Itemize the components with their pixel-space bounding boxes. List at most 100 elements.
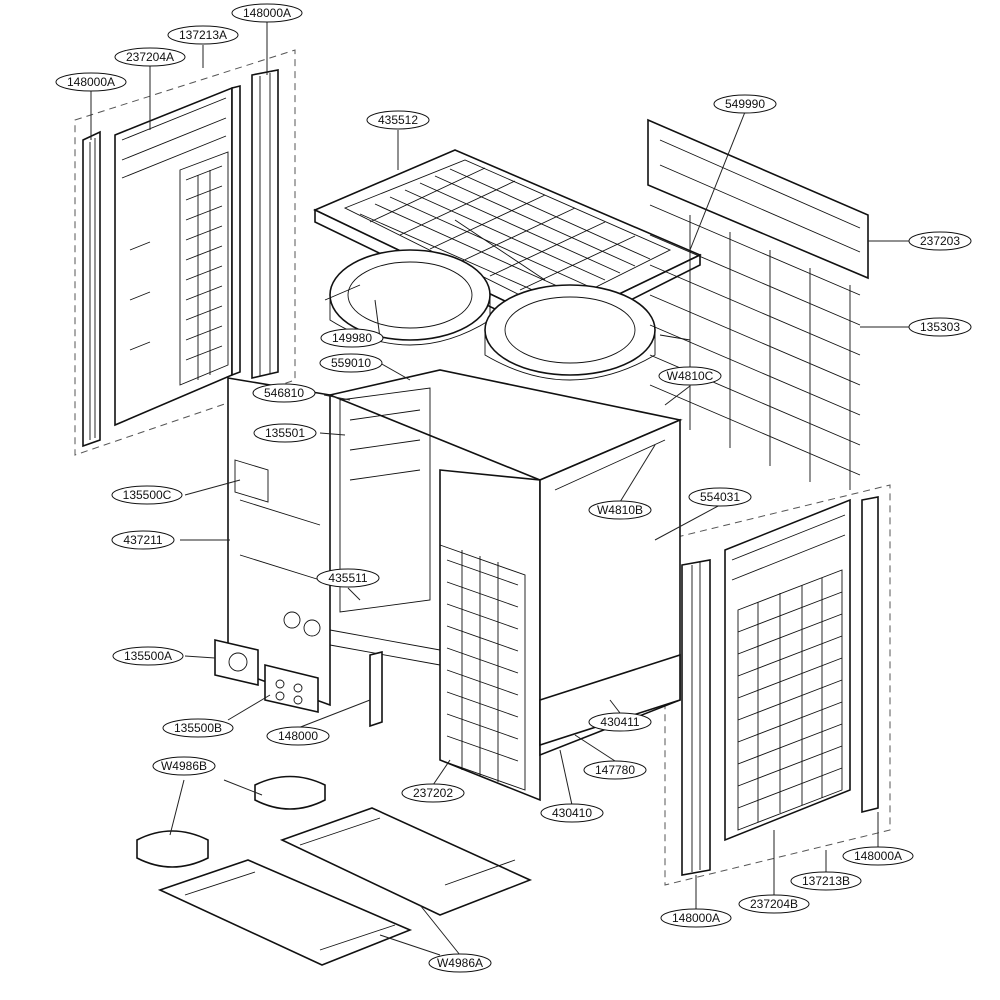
callout-bubble [588, 712, 652, 732]
callout-label: 148000 [278, 729, 318, 743]
callout-135500a: 135500A [112, 646, 184, 666]
callout-237203: 237203 [908, 231, 972, 251]
callout-label: 135500C [123, 488, 172, 502]
callout-bubble [266, 726, 330, 746]
callout-435511: 435511 [316, 568, 380, 588]
callout-bubble [320, 328, 384, 348]
callout-label: 148000A [854, 849, 902, 863]
callout-label: 135303 [920, 320, 960, 334]
callout-label: 148000A [67, 75, 115, 89]
callout-bubble [366, 110, 430, 130]
callout-bubble [738, 894, 810, 914]
callout-label: W4810C [667, 369, 714, 383]
callout-237204a: 237204A [114, 47, 186, 67]
callout-137213a: 137213A [167, 25, 239, 45]
callout-bubble [428, 953, 492, 973]
callout-148000: 148000 [266, 726, 330, 746]
main-body [227, 369, 683, 802]
callout-bubble [790, 871, 862, 891]
callout-labels: 148000A 137213A 237204A 148000A 435512 549990… [55, 3, 972, 973]
callout-label: 430411 [600, 715, 639, 729]
callout-bubble [319, 353, 383, 373]
callout-bubble [658, 366, 722, 386]
callout-label: 148000A [672, 911, 720, 925]
callout-label: 148000A [243, 6, 291, 20]
callout-label: 559010 [331, 356, 371, 370]
callout-bubble [583, 760, 647, 780]
leader-lines [90, 22, 910, 956]
callout-bubble [253, 423, 317, 443]
callout-148000a: 148000A [660, 908, 732, 928]
callout-label: 549990 [725, 97, 765, 111]
callout-bubble [688, 487, 752, 507]
callout-135501: 135501 [253, 423, 317, 443]
callout-bubble [540, 803, 604, 823]
callout-148000a: 148000A [55, 72, 127, 92]
right-top-panel [647, 118, 869, 280]
callout-bubble [252, 383, 316, 403]
callout-bubble [588, 500, 652, 520]
fan-assembly [324, 249, 691, 381]
callout-237202: 237202 [401, 783, 465, 803]
callout-label: 237202 [413, 786, 453, 800]
callout-label: 149980 [332, 331, 372, 345]
callout-label: 237204A [126, 50, 174, 64]
callout-554031: 554031 [688, 487, 752, 507]
callout-bubble [316, 568, 380, 588]
callout-label: 435511 [328, 571, 367, 585]
callout-135500c: 135500C [111, 485, 183, 505]
callout-label: 437211 [123, 533, 162, 547]
callout-bubble [842, 846, 914, 866]
left-side-panel-group [82, 69, 279, 448]
callout-w4810c: W4810C [658, 366, 722, 386]
callout-bubble [162, 718, 234, 738]
assembly-outline-right [664, 484, 891, 886]
callout-135500b: 135500B [162, 718, 234, 738]
callout-label: 237203 [920, 234, 960, 248]
service-covers [214, 638, 383, 728]
callout-bubble [908, 317, 972, 337]
callout-bubble [111, 485, 183, 505]
callout-label: 554031 [700, 490, 740, 504]
callout-148000a: 148000A [231, 3, 303, 23]
callout-label: 135500A [124, 649, 172, 663]
callout-w4810b: W4810B [588, 500, 652, 520]
callout-147780: 147780 [583, 760, 647, 780]
callout-bubble [167, 25, 239, 45]
callout-bubble [112, 646, 184, 666]
callout-bubble [231, 3, 303, 23]
callout-label: 546810 [264, 386, 304, 400]
callout-149980: 149980 [320, 328, 384, 348]
callout-label: 135501 [265, 426, 305, 440]
heat-exchanger-guard [649, 204, 861, 490]
callout-237204b: 237204B [738, 894, 810, 914]
callout-137213b: 137213B [790, 871, 862, 891]
callout-w4986b: W4986B [152, 756, 216, 776]
callout-430410: 430410 [540, 803, 604, 823]
callout-label: 147780 [595, 763, 635, 777]
callout-label: W4986B [161, 759, 207, 773]
callout-bubble [55, 72, 127, 92]
callout-bubble [111, 530, 175, 550]
callout-437211: 437211 [111, 530, 175, 550]
callout-135303: 135303 [908, 317, 972, 337]
callout-bubble [908, 231, 972, 251]
callout-559010: 559010 [319, 353, 383, 373]
callout-label: W4810B [597, 503, 643, 517]
callout-label: 137213A [179, 28, 227, 42]
callout-bubble [152, 756, 216, 776]
callout-label: 237204B [750, 897, 798, 911]
callout-bubble [713, 94, 777, 114]
callout-label: 435512 [378, 113, 418, 127]
callout-148000a: 148000A [842, 846, 914, 866]
callout-430411: 430411 [588, 712, 652, 732]
base-covers [136, 775, 533, 966]
callout-bubble [660, 908, 732, 928]
callout-label: 135500B [174, 721, 222, 735]
callout-435512: 435512 [366, 110, 430, 130]
assembly-outline-left [74, 49, 296, 456]
callout-546810: 546810 [252, 383, 316, 403]
callout-bubble [401, 783, 465, 803]
callout-label: 430410 [552, 806, 592, 820]
